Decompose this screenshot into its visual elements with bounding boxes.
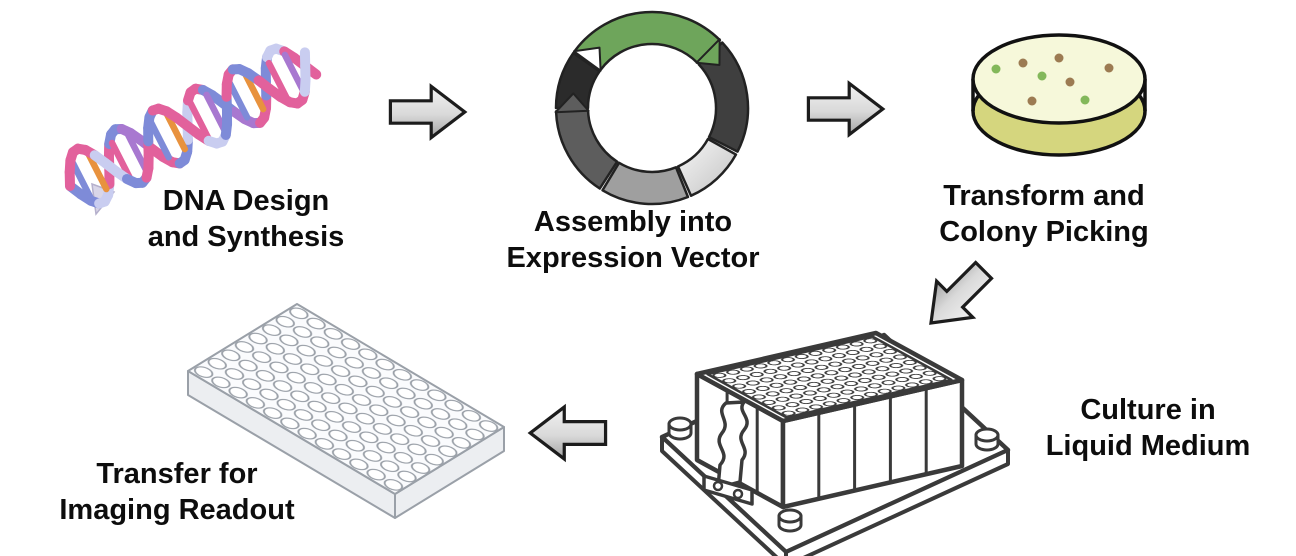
dna-helix-icon	[64, 43, 322, 216]
step-label-culture: Culture in Liquid Medium	[1028, 392, 1268, 464]
step-label-readout: Transfer for Imaging Readout	[27, 456, 327, 528]
label-line: Transform and	[943, 180, 1145, 212]
label-line: Liquid Medium	[1045, 430, 1251, 462]
label-line: and Synthesis	[147, 221, 345, 253]
label-line: Imaging Readout	[59, 494, 295, 526]
microplate-icon	[187, 303, 505, 519]
label-line: Transfer for	[96, 458, 258, 490]
plasmid-icon	[554, 10, 750, 206]
step-label-assembly: Assembly into Expression Vector	[473, 204, 793, 276]
arrow-assembly-to-transform	[806, 81, 885, 137]
label-line: Assembly into	[533, 206, 733, 238]
petri-dish-icon	[971, 33, 1147, 157]
label-line: Colony Picking	[939, 216, 1149, 248]
step-label-transform: Transform and Colony Picking	[894, 178, 1194, 250]
label-line: Culture in	[1080, 394, 1216, 426]
arrow-culture-to-readout	[528, 405, 608, 461]
step-label-dna-design: DNA Design and Synthesis	[116, 183, 376, 255]
colony-dots	[991, 53, 1114, 106]
arrow-dna-to-assembly	[388, 84, 467, 140]
culture-plate-icon	[659, 330, 1011, 556]
label-line: DNA Design	[162, 185, 330, 217]
label-line: Expression Vector	[506, 242, 760, 274]
